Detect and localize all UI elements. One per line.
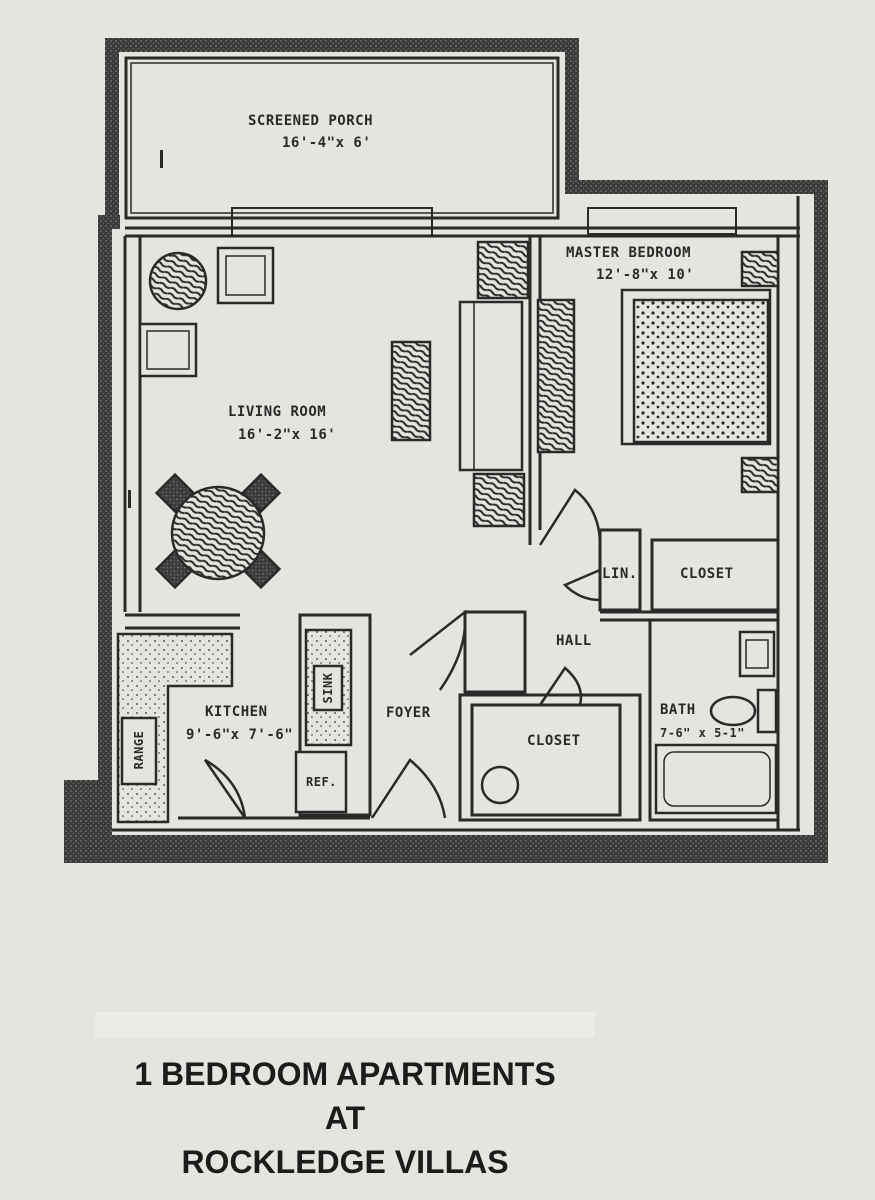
kitchen-fixtures [116, 628, 353, 824]
caption-line-3: ROCKLEDGE VILLAS [181, 1144, 509, 1180]
linen-closet-label: LIN. [602, 566, 638, 582]
kitchen-dims: 9'-6"x 7'-6" [186, 727, 294, 743]
sink-label: SINK [321, 672, 335, 704]
hall-label: HALL [556, 633, 592, 649]
bedroom-closet-label: CLOSET [680, 566, 734, 582]
living-furniture [138, 240, 530, 590]
foyer-label: FOYER [386, 705, 431, 721]
foyer-closet-label: CLOSET [527, 733, 581, 749]
refrigerator-label: REF. [306, 775, 337, 789]
tape-strip [95, 1012, 595, 1038]
bath-dims: 7-6" x 5-1" [660, 726, 745, 740]
master-bedroom-dims: 12'-8"x 10' [596, 267, 695, 283]
kitchen-name: KITCHEN [205, 704, 268, 720]
range-label: RANGE [132, 730, 146, 770]
bath-name: BATH [660, 702, 696, 718]
outer-walls [64, 38, 828, 863]
living-room-name: LIVING ROOM [228, 404, 327, 420]
bath-fixtures [480, 630, 778, 815]
living-room-dims: 16'-2"x 16' [238, 427, 337, 443]
porch-dims: 16'-4"x 6' [282, 135, 372, 151]
caption-line-2: AT [324, 1100, 366, 1136]
bedroom-furniture [536, 250, 780, 494]
caption-line-1: 1 BEDROOM APARTMENTS [134, 1056, 556, 1092]
porch-name: SCREENED PORCH [248, 113, 374, 129]
porch-frame [124, 56, 560, 220]
porch-screen-ticks [128, 150, 163, 508]
master-bedroom-name: MASTER BEDROOM [566, 245, 692, 261]
door-swings [203, 488, 602, 819]
